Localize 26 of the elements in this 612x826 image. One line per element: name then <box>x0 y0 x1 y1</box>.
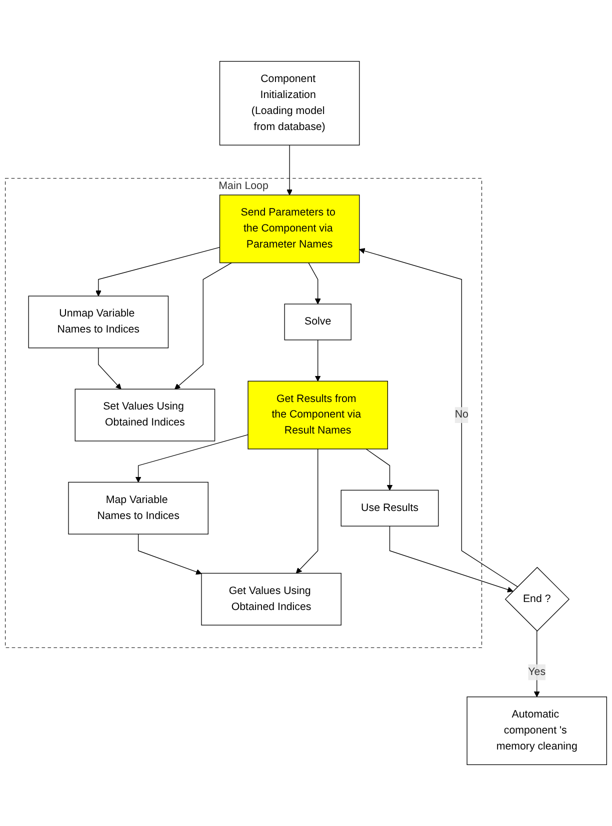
node-box: Solve <box>284 304 352 340</box>
arrow <box>174 262 232 390</box>
arrow <box>389 526 514 592</box>
node-box: Unmap Variable Names to Indices <box>28 296 169 348</box>
arrow <box>296 448 318 574</box>
node-box: Get Results from the Component via Result Names <box>248 380 388 450</box>
arrow <box>135 434 248 482</box>
node-box: Send Parameters to the Component via Parameter Names <box>219 194 360 264</box>
node-box: Get Values Using Obtained Indices <box>201 572 342 626</box>
arrow <box>286 144 292 196</box>
arrow <box>366 448 393 490</box>
arrow <box>534 630 540 698</box>
node-diamond: End ? <box>504 566 570 632</box>
arrow <box>95 247 220 296</box>
arrow <box>359 248 518 588</box>
arrow <box>98 348 122 390</box>
node-box: Use Results <box>340 490 439 526</box>
node-box: Component Initialization (Loading model from database) <box>219 60 360 146</box>
node-box: Set Values Using Obtained Indices <box>74 388 216 442</box>
node-box: Map Variable Names to Indices <box>68 482 208 534</box>
arrow <box>314 340 321 382</box>
arrow <box>308 262 321 304</box>
edge-label: No <box>454 409 468 420</box>
node-box: Automatic component 's memory cleaning <box>466 696 608 766</box>
arrow <box>138 534 202 575</box>
edge-label: Yes <box>528 666 546 678</box>
